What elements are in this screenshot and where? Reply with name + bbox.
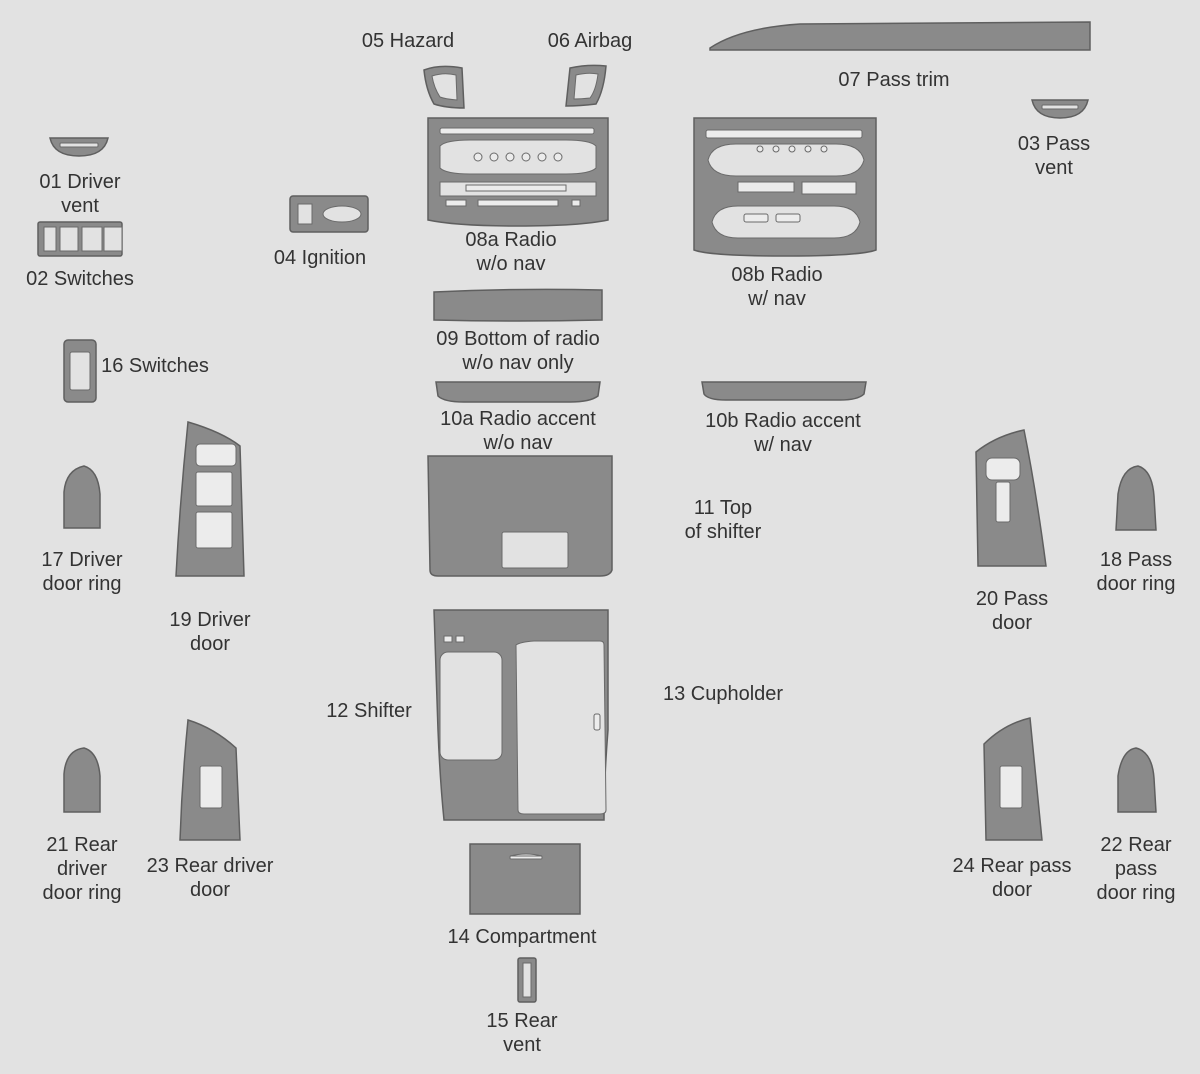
label-06: 06 Airbag xyxy=(547,30,633,52)
part-06-airbag xyxy=(565,64,607,107)
label-16: 16 Switches xyxy=(101,355,209,377)
label-14: 14 Compartment xyxy=(447,926,597,948)
part-03-pass-vent xyxy=(1031,99,1089,119)
part-07-pass-trim xyxy=(709,21,1091,51)
label-04: 04 Ignition xyxy=(273,247,367,269)
part-12-13-shifter-cupholder xyxy=(433,609,609,821)
part-21-rear-driver-door-ring xyxy=(63,747,101,813)
label-12: 12 Shifter xyxy=(326,700,412,722)
part-22-rear-pass-door-ring xyxy=(1117,747,1157,813)
part-14-compartment xyxy=(469,843,581,915)
part-16-switches xyxy=(63,339,97,403)
part-23-rear-driver-door xyxy=(179,719,241,841)
label-07: 07 Pass trim xyxy=(838,69,950,91)
part-02-switches xyxy=(37,221,123,257)
part-08b-radio-w-nav xyxy=(693,117,877,257)
part-10b-radio-accent xyxy=(701,381,867,401)
part-15-rear-vent xyxy=(517,957,537,1003)
label-02: 02 Switches xyxy=(26,268,134,290)
part-04-ignition xyxy=(289,195,369,233)
label-05: 05 Hazard xyxy=(361,30,455,52)
part-01-driver-vent xyxy=(49,137,109,157)
part-10a-radio-accent xyxy=(435,381,601,403)
part-11-top-of-shifter xyxy=(427,455,613,577)
part-19-driver-door xyxy=(175,421,245,577)
part-18-pass-door-ring xyxy=(1115,465,1157,531)
part-17-driver-door-ring xyxy=(63,465,101,529)
part-09-bottom-of-radio xyxy=(433,288,603,322)
part-20-pass-door xyxy=(975,429,1047,567)
part-24-rear-pass-door xyxy=(983,717,1043,841)
label-13: 13 Cupholder xyxy=(662,683,784,705)
part-08a-radio-wo-nav xyxy=(427,117,609,227)
part-05-hazard xyxy=(423,65,465,109)
